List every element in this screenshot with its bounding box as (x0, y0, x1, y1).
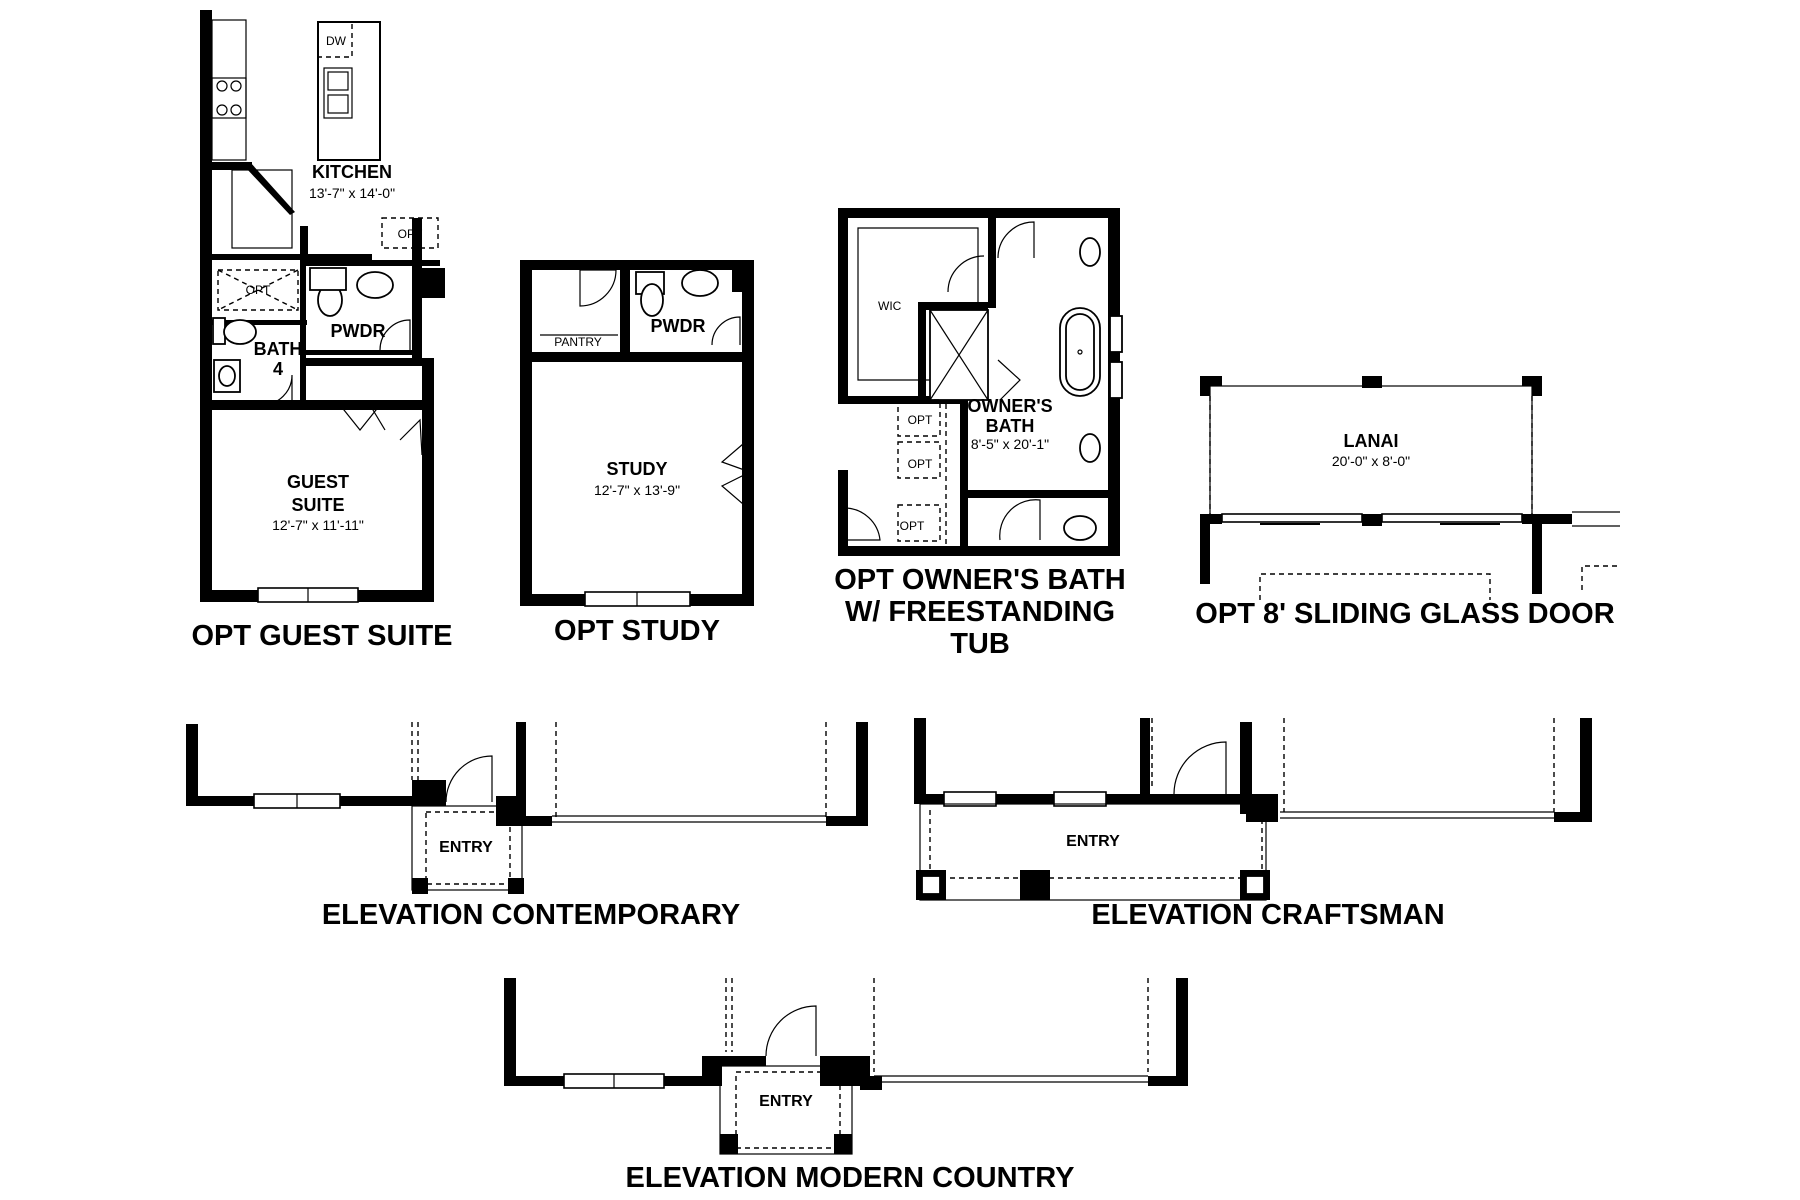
owners-bath-name-line2: BATH (986, 416, 1035, 436)
owners-bath-dimensions: 8'-5" x 20'-1" (971, 436, 1049, 452)
craftsman-caption: ELEVATION CRAFTSMAN (1091, 899, 1444, 931)
study-caption: OPT STUDY (554, 615, 720, 647)
owners-bath-caption-line3: TUB (950, 628, 1010, 660)
modern-country-caption: ELEVATION MODERN COUNTRY (626, 1162, 1075, 1194)
kitchen-dimensions: 13'-7" x 14'-0" (309, 185, 395, 201)
guest-suite-name-line1: GUEST (287, 472, 349, 492)
elevation-modern-country-plan: ENTRY ELEVATION MODERN COUNTRY (504, 978, 1188, 1194)
lanai-dimensions: 20'-0" x 8'-0" (1332, 453, 1410, 469)
owners-bath-plan: WIC OPT OPT OPT OWNER'S BATH 8'-5" x 20'… (834, 208, 1126, 660)
opt-linen-2-label: OPT (908, 457, 933, 471)
lanai-caption: OPT 8' SLIDING GLASS DOOR (1195, 598, 1614, 630)
study-plan: PANTRY PWDR STUDY 12'-7" x 13'-9" OPT ST… (520, 260, 754, 647)
guest-pwdr-name: PWDR (331, 321, 386, 341)
lanai-name: LANAI (1344, 431, 1399, 451)
study-name: STUDY (606, 459, 667, 479)
pantry-label: PANTRY (554, 335, 602, 349)
owners-bath-caption-line1: OPT OWNER'S BATH (834, 564, 1126, 596)
lanai-plan: LANAI 20'-0" x 8'-0" OPT 8' SLIDING GLAS… (1195, 376, 1620, 630)
wic-label: WIC (878, 299, 902, 313)
contemporary-caption: ELEVATION CONTEMPORARY (322, 899, 740, 931)
guest-suite-plan: DW KITCHEN 13'-7" x 14'-0" OPT OPT BATH … (191, 10, 453, 652)
study-pwdr-name: PWDR (651, 316, 706, 336)
opt-linen-3-label: OPT (900, 519, 925, 533)
elevation-craftsman-plan: ENTRY ELEVATION CRAFTSMAN (914, 718, 1592, 931)
opt-linen-1-label: OPT (908, 413, 933, 427)
opt-counter-label: OPT (398, 227, 423, 241)
bath-4-name: BATH (254, 339, 303, 359)
guest-suite-name-line2: SUITE (291, 495, 344, 515)
owners-bath-name-line1: OWNER'S (967, 396, 1052, 416)
study-dimensions: 12'-7" x 13'-9" (594, 482, 680, 498)
dw-label: DW (326, 34, 347, 48)
elevation-contemporary-plan: ENTRY ELEVATION CONTEMPORARY (186, 722, 868, 931)
owners-bath-caption-line2: W/ FREESTANDING (845, 596, 1115, 628)
kitchen-name: KITCHEN (312, 162, 392, 182)
modern-country-entry-label: ENTRY (759, 1093, 813, 1110)
bath-4-number: 4 (273, 359, 283, 379)
craftsman-entry-label: ENTRY (1066, 833, 1120, 850)
contemporary-entry-label: ENTRY (439, 839, 493, 856)
guest-suite-dimensions: 12'-7" x 11'-11" (272, 517, 364, 533)
opt-tub-label: OPT (246, 283, 271, 297)
guest-suite-caption: OPT GUEST SUITE (191, 620, 452, 652)
